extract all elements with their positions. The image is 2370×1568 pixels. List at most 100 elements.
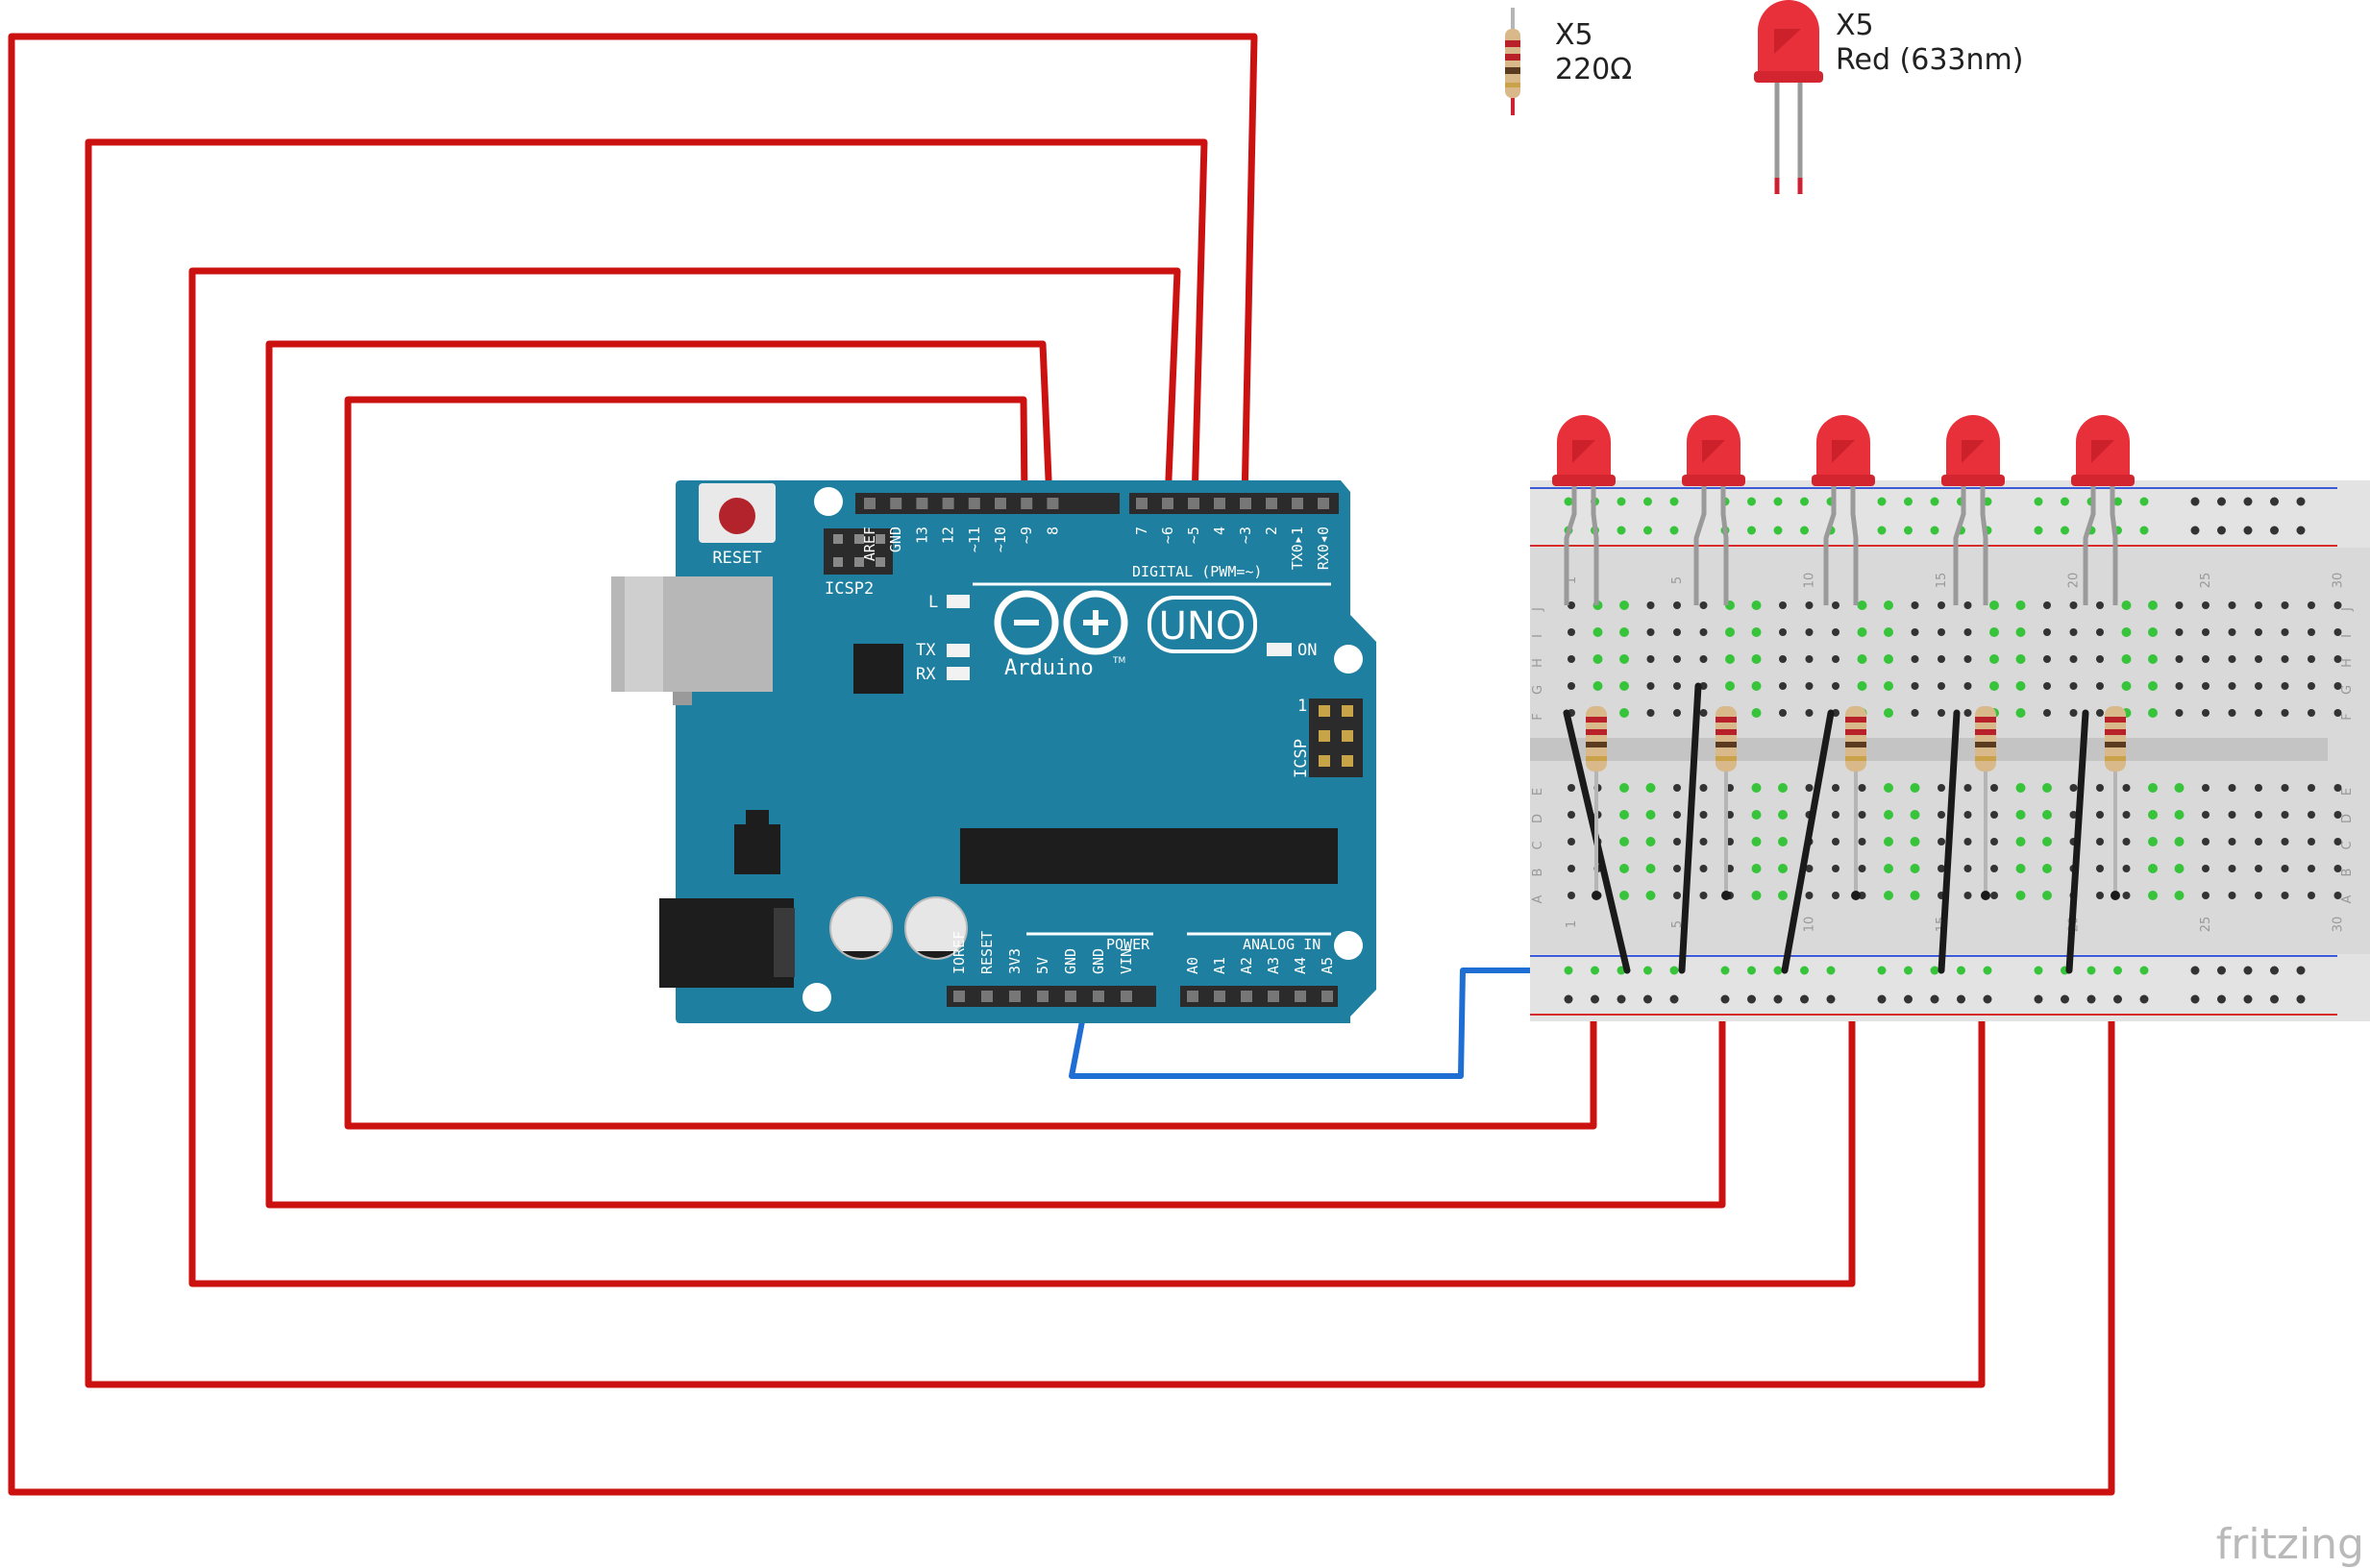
breadboard-hole [2148, 708, 2158, 718]
breadboard-hole [1751, 600, 1762, 610]
mounting-hole [802, 983, 831, 1012]
header-pin [1121, 991, 1132, 1002]
breadboard-hole [1751, 783, 1762, 793]
breadboard-hole [1858, 784, 1866, 792]
breadboard-hole [1963, 838, 1972, 845]
breadboard-hole [1884, 810, 1893, 820]
on-led-label: ON [1297, 641, 1317, 660]
breadboard-hole [1778, 837, 1788, 846]
column-number: 5 [1670, 576, 1685, 584]
breadboard-hole [2015, 627, 2026, 637]
breadboard-hole [2148, 600, 2158, 610]
reset-label: RESET [712, 549, 761, 568]
breadboard-hole [2175, 601, 2184, 609]
breadboard-hole [1673, 655, 1681, 663]
breadboard-hole [2228, 838, 2236, 845]
breadboard-hole [2015, 810, 2026, 820]
uno-label: UNO [1159, 604, 1247, 649]
rail-hole [1983, 966, 1992, 975]
breadboard-hole [1619, 810, 1629, 820]
breadboard-hole [2174, 864, 2185, 873]
breadboard-hole [1778, 864, 1788, 873]
rail-hole [1720, 966, 1730, 975]
breadboard-hole [1805, 784, 1814, 792]
rail-hole [1904, 526, 1913, 535]
breadboard-hole [1751, 864, 1762, 873]
breadboard-hole [2255, 628, 2262, 636]
resistor [1845, 706, 1866, 900]
resistor [1586, 706, 1607, 900]
header-pin [1318, 498, 1329, 509]
rail-hole [1617, 994, 1626, 1004]
usb-connector [611, 576, 773, 705]
breadboard-hole [1910, 783, 1920, 793]
column-number: 10 [1803, 917, 1817, 933]
column-number: 20 [2067, 573, 2082, 589]
breadboard-hole [1911, 628, 1919, 636]
breadboard-hole [1832, 811, 1839, 819]
breadboard-hole [2096, 601, 2104, 609]
breadboard-hole [1779, 601, 1787, 609]
led [1941, 415, 2005, 605]
breadboard-hole [1646, 709, 1655, 717]
l-led [947, 595, 970, 608]
breadboard-hole [1963, 865, 1972, 872]
breadboard-hole [1568, 865, 1575, 872]
breadboard-hole [1568, 784, 1575, 792]
rail-hole [1669, 966, 1679, 975]
breadboard-hole [1619, 681, 1629, 691]
breadboard-hole [1938, 709, 1945, 717]
pin-label: 7 [1133, 527, 1150, 535]
breadboard-hole [1884, 891, 1893, 900]
breadboard-hole [2308, 811, 2315, 819]
breadboard-hole [1751, 654, 1762, 664]
breadboard-hole [1699, 784, 1708, 792]
breadboard-hole [1568, 892, 1575, 899]
breadboard-hole [2308, 655, 2315, 663]
header-pin [1241, 991, 1252, 1002]
breadboard-hole [1884, 600, 1893, 610]
breadboard-hole [1699, 601, 1708, 609]
rail-hole [1773, 526, 1783, 535]
breadboard-hole [2175, 709, 2184, 717]
rail-hole [1904, 966, 1913, 975]
pin-label: RX0◂0 [1315, 527, 1332, 570]
rail-hole [2061, 994, 2069, 1004]
breadboard-hole [2202, 865, 2210, 872]
breadboard-hole [2121, 681, 2132, 691]
breadboard-hole [1619, 837, 1629, 846]
rail-hole [1720, 994, 1730, 1004]
usb-chip [853, 644, 903, 694]
wire-pin-6 [188, 267, 1856, 1287]
pin-label: A3 [1265, 957, 1282, 974]
breadboard-hole [2042, 810, 2052, 820]
header-pin [1292, 498, 1303, 509]
breadboard-hole [1832, 784, 1839, 792]
header-pin [1268, 991, 1279, 1002]
signal-wires [8, 33, 2115, 1496]
breadboard-hole [2281, 628, 2289, 636]
rail-hole [1617, 497, 1626, 506]
breadboard-hole [2202, 655, 2210, 663]
rail-hole [2113, 497, 2122, 506]
mounting-hole [1334, 931, 1363, 960]
reset-button[interactable] [699, 483, 776, 543]
breadboard-hole [1645, 891, 1656, 900]
breadboard-hole [2333, 601, 2342, 609]
breadboard-hole [1884, 627, 1893, 637]
pin-label: VIN [1118, 948, 1135, 974]
breadboard-hole [2148, 837, 2158, 846]
breadboard-hole [2281, 655, 2289, 663]
rail-hole [1957, 994, 1965, 1004]
breadboard-hole [1673, 838, 1681, 845]
pin-label: GND [1090, 948, 1107, 974]
pin-label: ~10 [992, 527, 1009, 552]
breadboard-hole [2281, 811, 2289, 819]
pin-label: A1 [1211, 957, 1228, 974]
breadboard-hole [1805, 865, 1814, 872]
row-letter: F [1531, 713, 1545, 720]
breadboard-hole [1619, 708, 1629, 718]
rail-hole [2270, 497, 2279, 506]
breadboard-hole [2122, 865, 2131, 872]
